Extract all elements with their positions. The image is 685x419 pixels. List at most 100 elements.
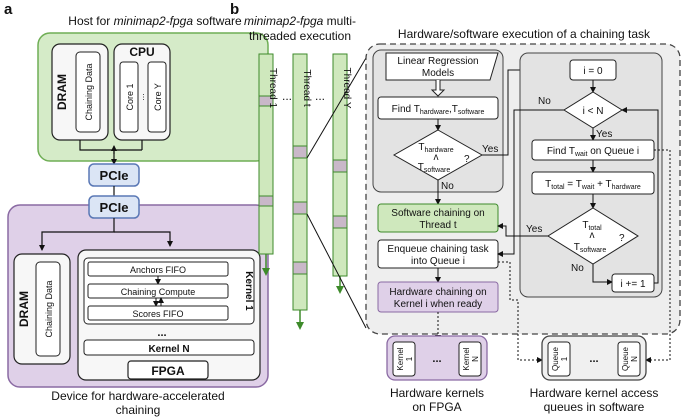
decision1-yes: Yes <box>482 144 498 155</box>
threads-title-line1: minimap2-fpga multi- <box>244 14 356 28</box>
hw-kernels-caption-1: Hardware kernels <box>390 386 484 400</box>
panel-a-label: a <box>4 1 13 18</box>
zoom-line-bottom <box>306 213 367 329</box>
anchors-fifo-label: Anchors FIFO <box>130 265 186 275</box>
core1-box <box>119 61 139 133</box>
device-chaining-data-label: Chaining Data <box>44 280 54 337</box>
thread1-segment-a <box>258 95 274 107</box>
decision1-no: No <box>441 181 454 192</box>
kernelN-box <box>83 339 255 356</box>
hw-queue-caption-2: queues in software <box>544 400 645 414</box>
zoom-line-top <box>306 57 367 159</box>
threadY-label: Thread Y <box>341 68 352 109</box>
threadt-label: Thread t <box>301 69 312 106</box>
queueN-l1: Queue <box>621 346 630 371</box>
core-dots: ... <box>136 93 146 101</box>
kernelN-label: Kernel N <box>148 344 189 355</box>
fpga-kernel-dots: ... <box>432 353 441 365</box>
kernel-dots: ... <box>157 327 166 339</box>
decision2-yes: Yes <box>596 129 612 140</box>
decision2-label: i < N <box>583 106 604 117</box>
threadt-segment-a <box>292 145 308 159</box>
thread1-arrowhead <box>262 268 270 276</box>
lr-models-line1: Linear Regression <box>397 56 478 67</box>
lr-models-line2: Models <box>422 68 454 79</box>
fpga-kernel1-box <box>392 341 416 377</box>
i0-label: i = 0 <box>583 66 603 77</box>
queue1-l2: 1 <box>560 356 569 361</box>
pcie-device-label: PCIe <box>100 200 129 215</box>
corey-label: Core Y <box>153 83 163 111</box>
device-dram-label: DRAM <box>17 291 31 327</box>
lr-models-box <box>385 52 499 81</box>
queue1-box <box>547 341 571 377</box>
host-dram-link <box>79 140 142 151</box>
fpga-label: FPGA <box>151 364 185 378</box>
decision1-top: Thardware <box>418 142 453 154</box>
panel-b-label: b <box>230 1 239 18</box>
fpga-kernelN-l2: N <box>471 356 480 362</box>
corey-box <box>147 61 167 133</box>
hw-queue-caption-1: Hardware kernel access <box>530 386 659 400</box>
threadY-segment-a <box>332 159 348 173</box>
decision1-bottom: Tsoftware <box>418 162 451 174</box>
decision3-bottom: Tsoftware <box>574 242 607 254</box>
decision3-question: ? <box>619 233 625 244</box>
twait-to-queues-dotted <box>645 149 671 363</box>
host-chaining-data-label: Chaining Data <box>84 63 94 120</box>
fpga-label-box <box>127 360 209 380</box>
device-caption-line2: chaining <box>116 403 161 417</box>
queueN-l2: N <box>630 356 639 362</box>
threads-title-line2: threaded execution <box>249 29 351 43</box>
decision3-no-arrow <box>592 264 613 285</box>
device-caption-line1: Device for hardware-accelerated <box>51 389 224 403</box>
find-t-label: Find Thardware,Tsoftware <box>392 104 485 116</box>
decision3-no: No <box>571 263 584 274</box>
fpga-kernel1-l2: 1 <box>405 356 414 361</box>
decision3-yes-arrow <box>497 223 548 237</box>
loop-back-arrow <box>621 107 659 284</box>
find-twait-label: Find Twait on Queue i <box>547 146 639 158</box>
host-chaining-data-box <box>75 51 101 133</box>
enqueue-line2: into Queue i <box>411 256 465 267</box>
ttotal-label: Ttotal = Twait + Thardware <box>545 179 641 191</box>
hw-chaining-line2: Kernel i when ready <box>394 299 482 310</box>
queue1-l1: Queue <box>551 346 560 371</box>
chaining-compute-label: Chaining Compute <box>121 287 196 297</box>
threadt-segment-b <box>292 201 308 215</box>
execution-title: Hardware/software execution of a chainin… <box>398 27 651 41</box>
thread-dots-1: ... <box>282 89 292 103</box>
sw-chaining-line1: Software chaining on <box>391 208 484 219</box>
lr-models-arrow <box>430 80 446 97</box>
threadY-arrowhead <box>336 286 344 294</box>
decision3-top: Ttotal <box>582 220 602 232</box>
scores-fifo-label: Scores FIFO <box>132 309 183 319</box>
fpga-kernelN-l1: Kernel <box>462 347 471 370</box>
device-chaining-data-box <box>35 261 61 357</box>
decision1-question: ? <box>464 154 470 165</box>
decision3-wedge: ʌ <box>590 230 595 241</box>
threadY-segment-b <box>332 215 348 229</box>
hw-kernels-caption-2: on FPGA <box>412 400 461 414</box>
scores-fifo-box <box>87 305 229 321</box>
yes-to-i0-arrow <box>482 67 529 156</box>
decision2-no-arrow <box>497 109 564 257</box>
enqueue-to-queues-dotted <box>498 261 543 363</box>
thread1-segment-b <box>258 195 274 207</box>
host-dram-label: DRAM <box>55 74 69 110</box>
fpga-kernel1-l1: Kernel <box>396 347 405 370</box>
pcie-host-label: PCIe <box>100 168 129 183</box>
core1-label: Core 1 <box>125 83 135 110</box>
queue-dots: ... <box>589 353 598 365</box>
host-title: Host for minimap2-fpga software <box>68 14 242 28</box>
decision3-yes: Yes <box>526 224 542 235</box>
thread-dots-2: ... <box>315 89 325 103</box>
fpga-kernelN-box <box>458 341 482 377</box>
thread1-label: Thread 1 <box>267 68 278 108</box>
threadt-arrowhead <box>296 322 304 330</box>
queueN-box <box>617 341 641 377</box>
enqueue-line1: Enqueue chaining task <box>387 244 489 255</box>
kernel1-label: Kernel 1 <box>243 271 254 311</box>
pcie-to-dram-arrow <box>39 218 115 251</box>
